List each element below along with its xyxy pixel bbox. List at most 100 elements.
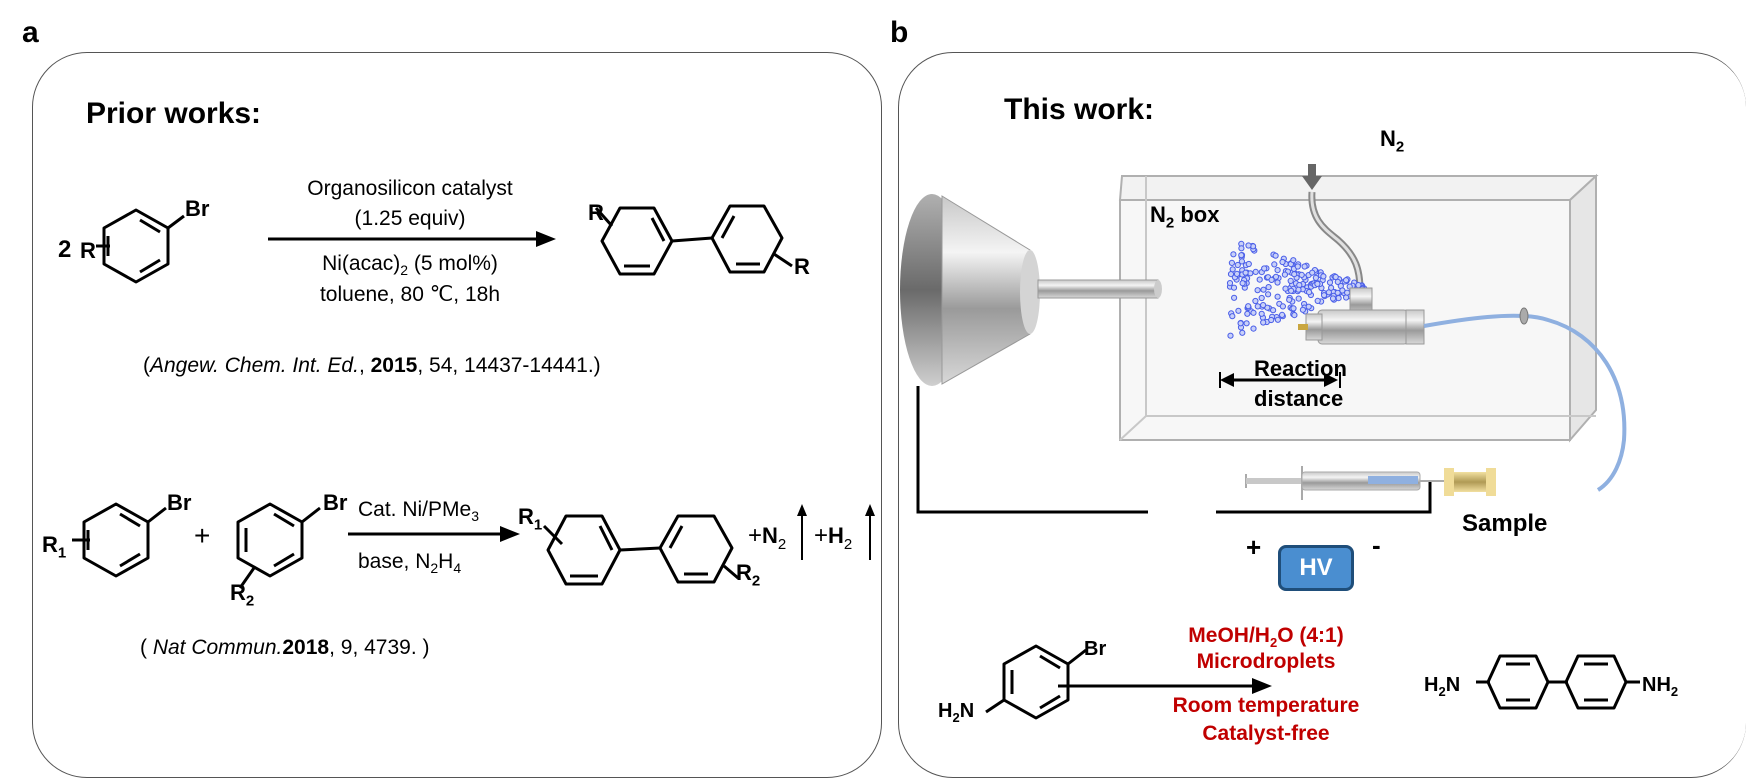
biphenyl-r-right: R	[794, 254, 810, 279]
benzene-ring	[710, 204, 784, 274]
high-voltage-supply: HV	[1278, 545, 1354, 591]
droplet	[1239, 329, 1246, 336]
plus-sign: +	[194, 520, 211, 551]
droplet	[1294, 263, 1301, 270]
capillary-inlet	[1037, 279, 1159, 299]
droplet	[1258, 310, 1265, 317]
droplet	[1252, 297, 1259, 305]
panel-a-heading: Prior works:	[86, 97, 262, 130]
reaction-distance-label-2: distance	[1254, 386, 1344, 411]
droplet	[1235, 307, 1242, 314]
droplet	[1250, 325, 1257, 332]
droplet	[1274, 267, 1281, 274]
droplet	[1228, 259, 1235, 266]
product-r2: R2	[736, 560, 761, 590]
benzene-ring	[1486, 654, 1550, 710]
sample-tube	[1423, 313, 1627, 492]
droplet	[1281, 271, 1288, 278]
this-work-arrow	[1058, 678, 1272, 694]
droplet	[1245, 242, 1252, 249]
droplet	[1306, 289, 1313, 296]
panel-b-heading: This work:	[1004, 93, 1155, 126]
r1-substituent: R1	[42, 532, 67, 562]
r2-substituent: R2	[230, 580, 255, 610]
reaction-distance-arrow	[1219, 372, 1341, 388]
reaction-1-nickel: Ni(acac)2 (5 mol%)	[322, 252, 498, 279]
droplet	[1234, 261, 1241, 269]
conditions-microdroplets: Microdroplets	[1196, 650, 1336, 673]
biphenyl-product-structure	[594, 204, 793, 276]
r-substituent: R	[80, 238, 96, 263]
droplet	[1274, 279, 1281, 286]
droplet	[1245, 260, 1252, 268]
droplet	[1312, 274, 1319, 281]
droplet	[1291, 271, 1298, 278]
reaction-1-arrow	[268, 231, 556, 247]
spray-emitter	[1298, 287, 1425, 345]
droplet	[1254, 303, 1261, 310]
droplet	[1230, 284, 1238, 291]
positive-terminal: +	[1246, 532, 1262, 562]
droplet	[1252, 268, 1259, 275]
benzene-ring	[82, 502, 150, 578]
droplet	[1272, 252, 1279, 259]
panel-a-frame	[32, 52, 882, 778]
droplet	[1314, 280, 1321, 287]
nitrogen-box-label: N2 box	[1150, 202, 1220, 232]
byproduct-hydrogen: +H2	[814, 522, 853, 553]
droplet	[1239, 280, 1246, 287]
droplet	[1230, 251, 1237, 258]
benzidine-structure	[1476, 654, 1640, 710]
droplet	[1260, 319, 1267, 326]
benzene-ring	[102, 208, 170, 284]
droplet	[1227, 332, 1234, 339]
bromine-label: Br	[1084, 638, 1107, 660]
bromine-label-1: Br	[167, 490, 192, 515]
droplet	[1258, 294, 1265, 302]
droplet	[1256, 276, 1263, 283]
droplet	[1314, 297, 1321, 304]
droplet	[1265, 291, 1272, 298]
tube-fitting	[1519, 307, 1529, 325]
droplet	[1309, 269, 1316, 276]
biphenyl-r-left: R	[588, 200, 604, 225]
droplet	[1260, 302, 1267, 309]
microdroplet-spray	[1226, 240, 1368, 339]
droplet	[1229, 313, 1236, 320]
reaction-1-solvent-temp: toluene, 80 ℃, 18h	[319, 283, 501, 306]
conditions-temperature: Room temperature	[1172, 694, 1360, 717]
benzene-ring	[546, 514, 622, 586]
droplet	[1268, 276, 1275, 283]
reaction-1-equiv: (1.25 equiv)	[354, 207, 466, 230]
droplet	[1286, 296, 1293, 303]
droplet	[1250, 309, 1257, 316]
droplet	[1238, 258, 1245, 265]
droplet	[1274, 293, 1281, 300]
microdroplet-apparatus	[900, 164, 1627, 514]
droplet	[1244, 310, 1251, 317]
droplet	[1287, 277, 1294, 284]
droplet	[1245, 303, 1252, 310]
droplet	[1299, 306, 1306, 313]
reaction-1-catalyst: Organosilicon catalyst	[307, 177, 513, 200]
droplet	[1231, 294, 1238, 301]
droplet	[1260, 286, 1267, 293]
droplet	[1343, 277, 1350, 284]
syringe	[1245, 466, 1496, 500]
droplet	[1279, 303, 1286, 310]
benzene-ring	[1564, 654, 1628, 710]
droplet	[1290, 305, 1297, 312]
droplet	[1243, 320, 1250, 327]
droplet	[1334, 278, 1341, 285]
byproduct-nitrogen: +N2	[748, 522, 787, 553]
droplet	[1279, 311, 1286, 318]
panel-b-letter: b	[890, 16, 909, 49]
droplet	[1274, 316, 1281, 323]
bromine-label: Br	[185, 196, 210, 221]
bromoaniline-structure	[985, 644, 1087, 720]
nitrogen-inlet-arrow-icon	[1302, 164, 1322, 190]
amine-label: H2N	[938, 700, 975, 725]
aryl-bromide-1-structure	[72, 502, 167, 578]
benzene-ring	[236, 502, 304, 578]
unsymmetric-biphenyl-structure	[542, 514, 739, 586]
